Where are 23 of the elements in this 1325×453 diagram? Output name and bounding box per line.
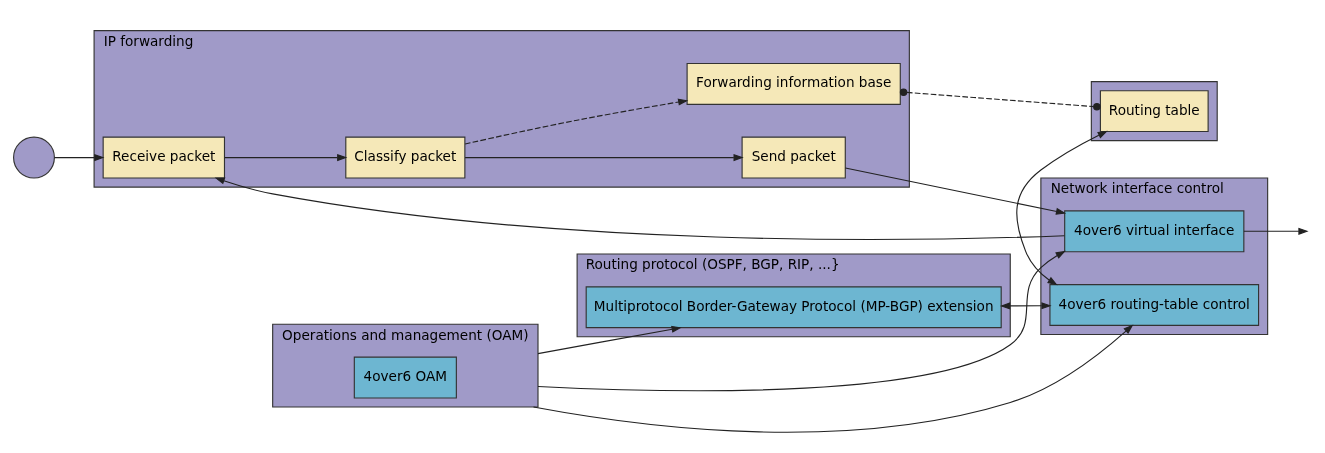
arrow xyxy=(464,153,744,161)
node-box: Multiprotocol Border-Gateway Protocol (MP-BGP) extension xyxy=(585,285,1002,328)
arrow xyxy=(464,98,689,145)
arrow xyxy=(844,166,1067,215)
node-box: Send packet xyxy=(741,136,846,179)
arrow xyxy=(214,177,1065,240)
arrow xyxy=(532,323,1134,433)
arrow xyxy=(1243,227,1309,235)
node-box: Routing table xyxy=(1099,89,1209,132)
arrow xyxy=(1016,130,1108,285)
node-box: 4over6 routing-table control xyxy=(1049,283,1260,326)
arrow xyxy=(1000,301,1052,309)
arrow xyxy=(537,250,1066,391)
arrow xyxy=(53,153,105,161)
node-circle xyxy=(13,136,55,179)
node-box: Classify packet xyxy=(345,136,466,179)
connector xyxy=(899,87,1101,111)
node-box: Receive packet xyxy=(102,136,226,179)
node-box: 4over6 virtual interface xyxy=(1064,209,1245,252)
arrow xyxy=(537,325,682,354)
arrow xyxy=(224,153,348,161)
node-box: 4over6 OAM xyxy=(353,356,457,399)
node-box: Forwarding information base xyxy=(686,62,901,105)
